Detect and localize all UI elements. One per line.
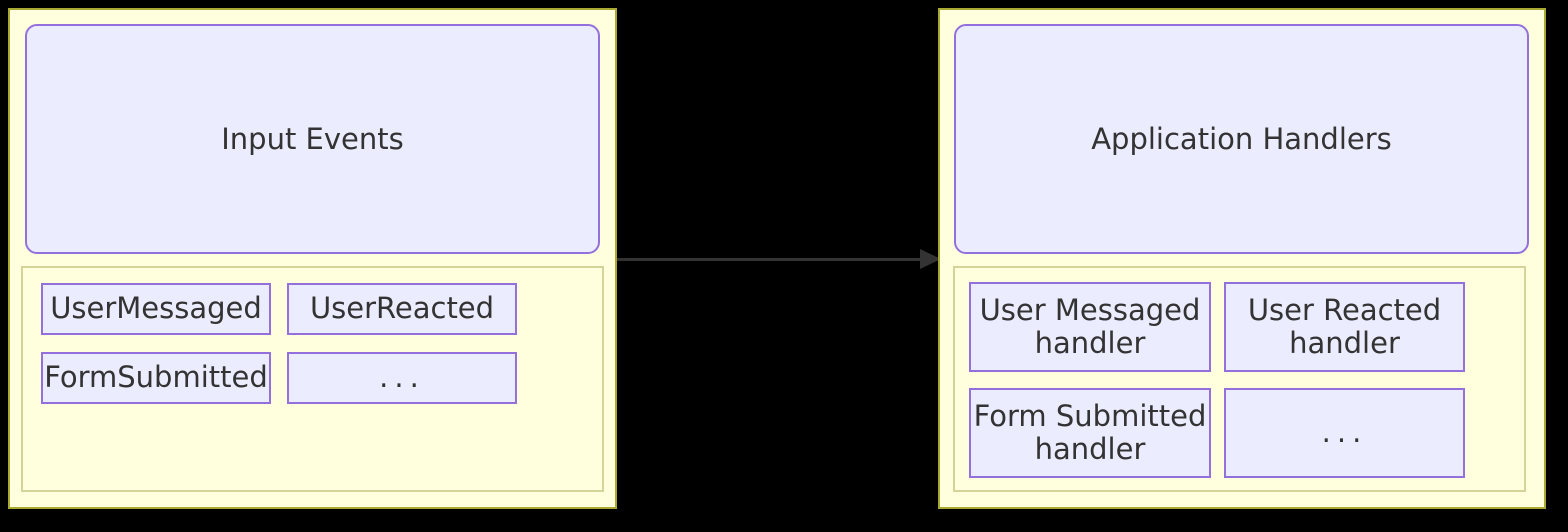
node-user-messaged-handler: User Messaged handler [969,282,1211,372]
input-events-title-label: Input Events [221,121,404,156]
application-handlers-title-label: Application Handlers [1091,121,1392,156]
input-events-cluster: Input Events UserMessaged UserReacted Fo… [8,8,617,509]
flow-edge-line [617,258,923,261]
application-handlers-subgroup: User Messaged handler User Reacted handl… [953,266,1526,492]
node-usermessaged: UserMessaged [41,283,271,335]
node-userreacted: UserReacted [287,283,517,335]
input-events-title-node: Input Events [25,24,600,254]
node-ellipsis-events: ... [287,352,517,404]
input-events-subgroup: UserMessaged UserReacted FormSubmitted .… [21,266,604,492]
node-formsubmitted: FormSubmitted [41,352,271,404]
node-user-reacted-handler: User Reacted handler [1224,282,1465,372]
node-ellipsis-handlers: ... [1224,388,1465,478]
arrowhead-icon [920,249,941,269]
application-handlers-title-node: Application Handlers [954,24,1529,254]
application-handlers-cluster: Application Handlers User Messaged handl… [938,8,1546,509]
node-form-submitted-handler: Form Submitted handler [969,388,1211,478]
